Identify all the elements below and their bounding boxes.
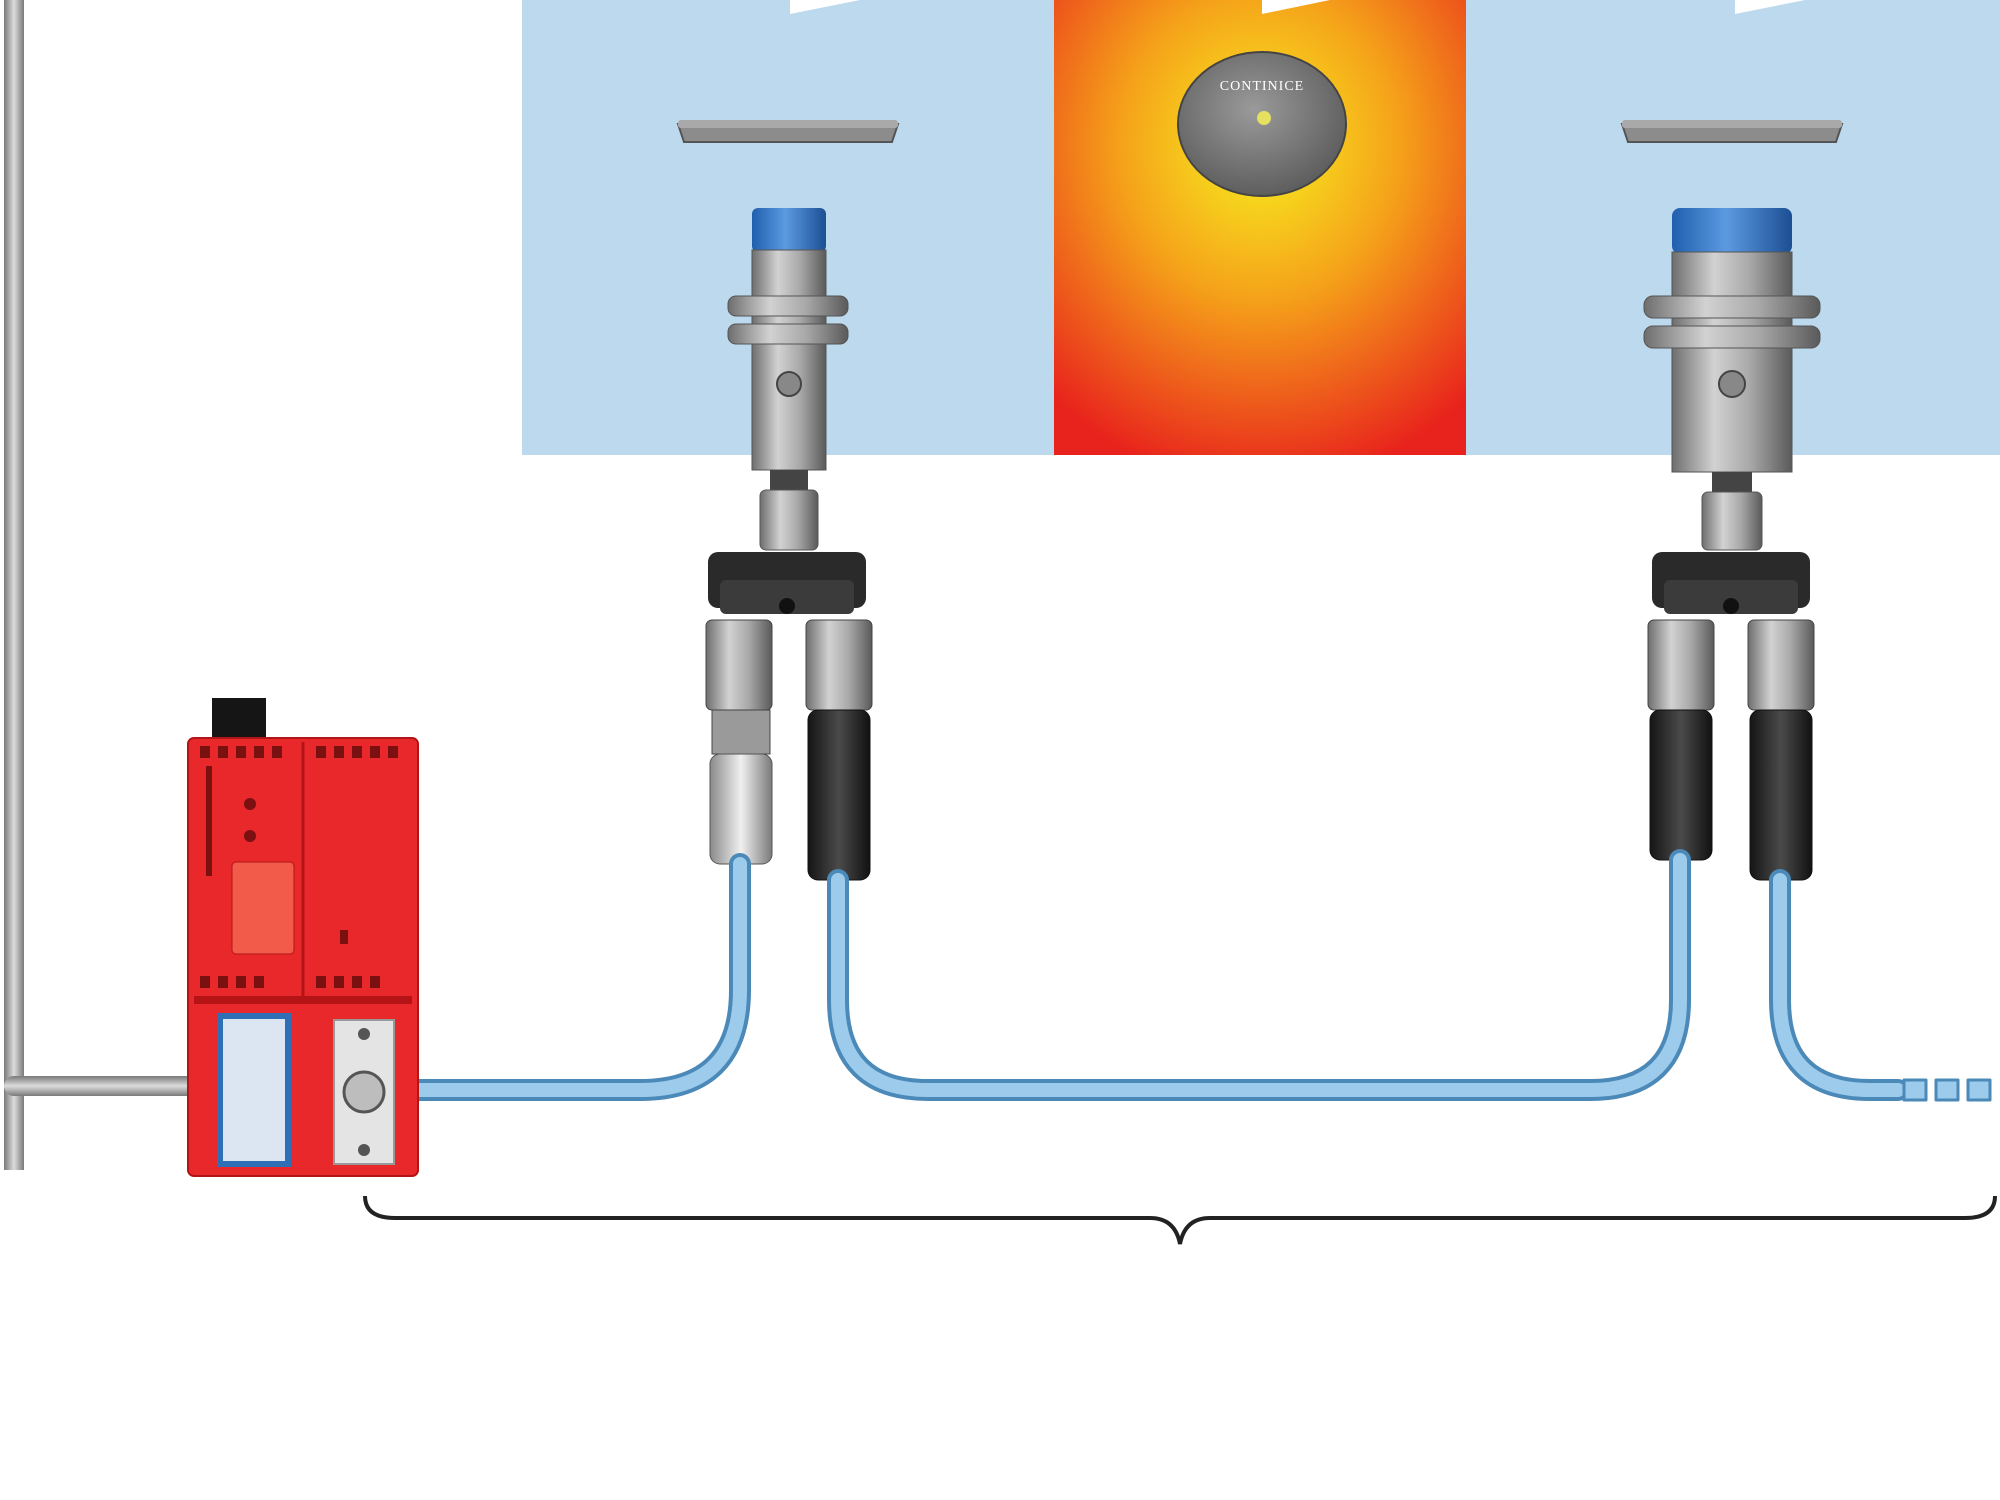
- right-sensor: [1644, 208, 1820, 880]
- cables: [368, 860, 1990, 1100]
- connector-icon: [806, 620, 872, 880]
- bracket-icon: [1652, 552, 1810, 614]
- cable-right-sensor-out: [1780, 880, 1898, 1090]
- bracket-brace: [365, 1196, 1995, 1244]
- tag-label: CONTINICE: [1220, 79, 1304, 94]
- cable-continuation-dashes: [1904, 1080, 1990, 1100]
- controller-label-window: [232, 862, 294, 954]
- cable-left-to-right-sensor: [838, 860, 1680, 1090]
- tag-icon: [678, 120, 898, 142]
- tag-icon: [1622, 120, 1842, 142]
- connector-icon: [1648, 620, 1714, 860]
- controller-icon: [188, 698, 418, 1176]
- bracket-icon: [708, 552, 866, 614]
- cable-controller-to-left-sensor: [368, 864, 740, 1090]
- connector-icon: [1748, 620, 1814, 880]
- connector-icon: [706, 620, 772, 864]
- left-sensor: [706, 208, 872, 880]
- tag-icon: CONTINICE: [1178, 52, 1346, 196]
